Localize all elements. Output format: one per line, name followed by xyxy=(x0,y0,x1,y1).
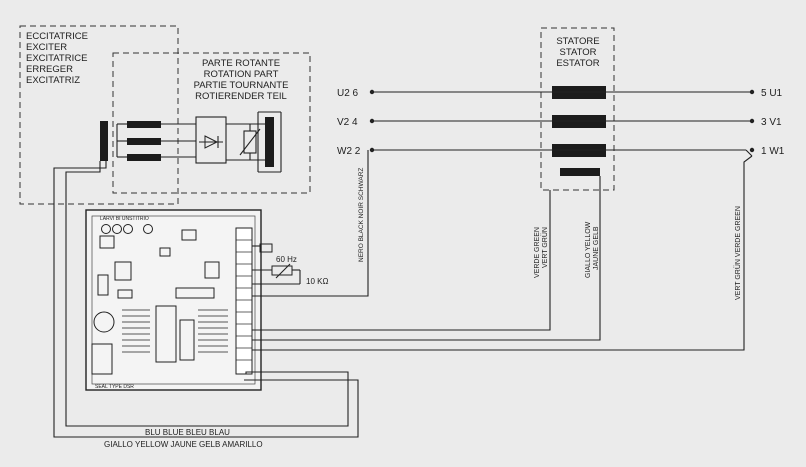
heatsink-right xyxy=(198,309,228,353)
board-footer: SEAL TYPE DSR xyxy=(95,384,134,390)
label-yellow-wire-2: JAUNE GELB xyxy=(593,226,600,270)
board-header: LARVI BI UNSTITRIO xyxy=(100,216,149,222)
rectifier-bridge xyxy=(195,116,227,164)
freq-label: 60 Hz xyxy=(276,255,297,264)
exciter-box xyxy=(19,25,179,205)
label-green-wire-a1: VERDE GREEN xyxy=(534,227,541,278)
wire-black xyxy=(252,150,369,297)
terminal-v1: 3 V1 xyxy=(761,117,782,128)
terminal-w2: W2 2 xyxy=(337,146,361,157)
armature-coil-2 xyxy=(127,138,161,145)
pot-label: 10 KΩ xyxy=(306,277,328,286)
trimmer-2 xyxy=(112,224,122,234)
stator-label-0: STATORE xyxy=(556,36,599,47)
terminal-u1: 5 U1 xyxy=(761,88,783,99)
wire-green-b xyxy=(252,155,753,351)
terminal-strip xyxy=(235,227,253,375)
avr-inner-frame xyxy=(91,215,256,385)
stator-box xyxy=(540,27,615,191)
terminal-strip-slots xyxy=(236,239,252,361)
label-blue-wire: BLU BLUE BLEU BLAU xyxy=(145,428,230,437)
auxiliary-winding xyxy=(560,168,600,176)
armature-coil-1 xyxy=(127,121,161,128)
rotor-label-2: PARTIE TOURNANTE xyxy=(194,80,289,91)
capacitor xyxy=(93,311,115,333)
wire-green-a xyxy=(252,190,551,331)
exciter-label-2: EXCITATRICE xyxy=(26,53,87,64)
trimmer-3 xyxy=(123,224,133,234)
terminal-v2: V2 4 xyxy=(337,117,358,128)
wire-yellow xyxy=(252,176,601,341)
wire-yellow-bottom xyxy=(53,161,359,438)
terminal-w1: 1 W1 xyxy=(761,146,785,157)
freq-jumper xyxy=(259,243,273,253)
stator-label-2: ESTATOR xyxy=(556,58,599,69)
label-yellow-wire-bottom: GIALLO YELLOW JAUNE GELB AMARILLO xyxy=(104,440,263,449)
exciter-label-3: ERREGER xyxy=(26,64,73,75)
rotor-label-0: PARTE ROTANTE xyxy=(202,58,280,69)
heatsink-left xyxy=(122,309,150,353)
potentiometer xyxy=(271,265,293,276)
label-green-wire-b: VERT GRÜN VERDE GREEN xyxy=(734,206,742,300)
exciter-label-0: ECCITATRICE xyxy=(26,31,88,42)
label-yellow-wire-1: GIALLO YELLOW xyxy=(585,221,592,278)
wire-blue xyxy=(65,161,349,427)
main-field-coil xyxy=(265,117,274,167)
rotor-label-1: ROTATION PART xyxy=(204,69,279,80)
label-black-wire: NERO BLACK NOIR SCHWARZ xyxy=(358,168,365,262)
exciter-field-coil xyxy=(100,121,108,161)
label-green-wire-a2: VERT GRÜN xyxy=(541,227,549,268)
exciter-label-1: EXCITER xyxy=(26,42,67,53)
stator-label-1: STATOR xyxy=(560,47,597,58)
avr-board xyxy=(85,209,262,391)
trimmer-4 xyxy=(143,224,153,234)
exciter-label-4: EXCITATRIZ xyxy=(26,75,80,86)
rotor-box xyxy=(112,52,311,194)
terminal-u2: U2 6 xyxy=(337,88,359,99)
trimmer-1 xyxy=(101,224,111,234)
armature-coil-3 xyxy=(127,154,161,161)
rotor-label-3: ROTIERENDER TEIL xyxy=(195,91,287,102)
